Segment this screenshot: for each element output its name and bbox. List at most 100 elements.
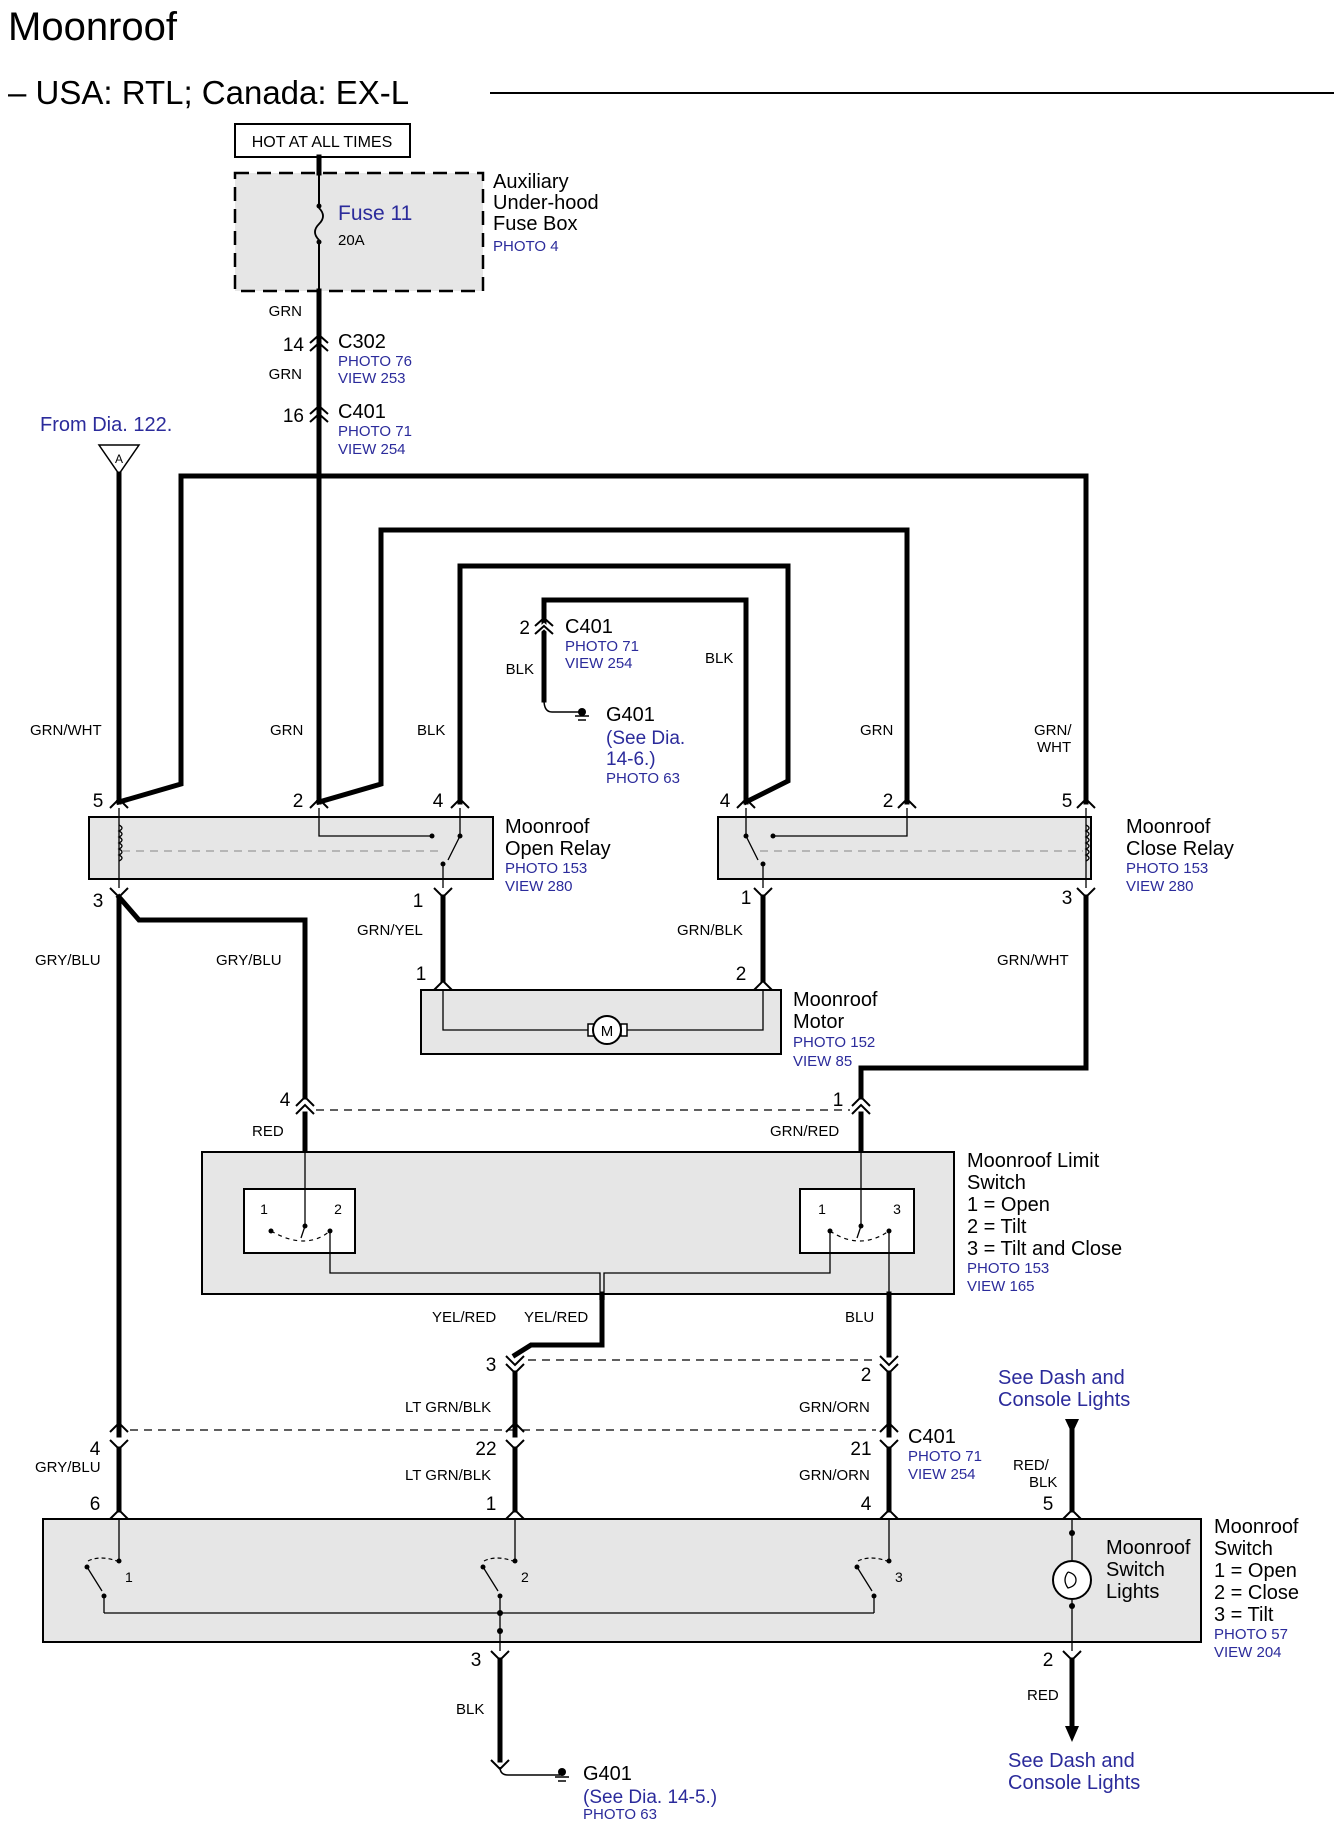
open-relay-photo: PHOTO 153	[505, 860, 587, 877]
motor-icon	[587, 1015, 628, 1045]
limit-switch-b-contact-1: 1	[818, 1201, 826, 1217]
aux-box-label-1: Auxiliary	[493, 171, 569, 193]
motor-label-2: Motor	[793, 1011, 844, 1033]
g401-bottom-label: G401	[583, 1763, 632, 1785]
limit-switch-a-icon	[268, 1152, 601, 1300]
open-relay-label-1: Moonroof	[505, 816, 590, 838]
fuse-name: Fuse 11	[338, 202, 412, 225]
wire-label-red-blk-2: BLK	[1029, 1474, 1057, 1491]
wire-label-red-bottom: RED	[1027, 1687, 1059, 1704]
close-relay-label-2: Close Relay	[1126, 838, 1234, 860]
c401-pin-16: 16	[283, 406, 304, 427]
close-relay-label-1: Moonroof	[1126, 816, 1211, 838]
close-relay-pin-1: 1	[741, 888, 752, 909]
connector-pin-2: 2	[861, 1365, 872, 1386]
wire-label-gry-blu-2: GRY/BLU	[216, 952, 282, 969]
limit-switch-pin-1: 1	[833, 1090, 844, 1111]
motor-m-label: M	[601, 1023, 614, 1040]
limit-switch-label-4: 2 = Tilt	[967, 1216, 1027, 1238]
switch-light-bulb-icon	[1052, 1560, 1092, 1600]
motor-wire-right	[625, 990, 764, 1031]
wire-label-gry-blu-3: GRY/BLU	[35, 1459, 101, 1476]
moonroof-switch-label-4: 2 = Close	[1214, 1582, 1299, 1604]
switch-pin-1: 1	[486, 1494, 497, 1515]
wire-gry-blu-branch	[115, 893, 308, 1100]
fuse-icon	[314, 173, 324, 291]
moonroof-switch-photo: PHOTO 57	[1214, 1626, 1288, 1643]
fuse-rating: 20A	[338, 232, 365, 249]
wire-label-grn-wht-right-1: GRN/	[1034, 722, 1072, 739]
wire-label-blk-mid-right: BLK	[705, 650, 733, 667]
moonroof-switch-label-5: 3 = Tilt	[1214, 1604, 1274, 1626]
c401-bottom-pin-22: 22	[475, 1439, 496, 1460]
c401-bottom-label: C401	[908, 1426, 956, 1448]
c302-pin: 14	[283, 335, 305, 356]
open-relay-internals	[117, 808, 463, 888]
moonroof-switch-box	[42, 1518, 1202, 1643]
moonroof-switch-internals	[84, 1519, 1075, 1651]
close-relay-pin-4: 4	[720, 791, 731, 812]
g401-top-see-1: (See Dia.	[606, 728, 685, 749]
open-relay-pin-4: 4	[433, 791, 444, 812]
wire-label-grn-b: GRN	[269, 366, 302, 383]
switch-pin-3: 3	[471, 1650, 482, 1671]
c401-mid-view: VIEW 254	[565, 655, 633, 672]
switch-pin-6: 6	[90, 1494, 101, 1515]
switch-pin-5: 5	[1043, 1494, 1054, 1515]
limit-switch-label-2: Switch	[967, 1172, 1026, 1194]
from-dia-122: From Dia. 122.	[40, 414, 172, 436]
c401-top-label: C401	[338, 401, 386, 423]
close-relay-photo: PHOTO 153	[1126, 860, 1208, 877]
aux-fuse-box	[233, 171, 485, 293]
limit-switch-b-contact-3: 3	[893, 1201, 901, 1217]
limit-switch-label-1: Moonroof Limit	[967, 1150, 1100, 1172]
c401-bottom-view: VIEW 254	[908, 1466, 976, 1483]
wire-grn-loop	[315, 527, 910, 806]
c401-mid-pin: 2	[519, 618, 530, 639]
close-relay-pin-5: 5	[1062, 791, 1073, 812]
wire-label-lt-grn-blk-1: LT GRN/BLK	[405, 1399, 491, 1416]
moonroof-switch-label-2: Switch	[1214, 1538, 1273, 1560]
arrow-to-dash-icon	[1065, 1726, 1079, 1742]
see-dash-top-2: Console Lights	[998, 1389, 1130, 1411]
g401-top-label: G401	[606, 704, 655, 726]
limit-switch-label-3: 1 = Open	[967, 1194, 1050, 1216]
close-relay-pin-3: 3	[1062, 888, 1073, 909]
limit-switch-label-5: 3 = Tilt and Close	[967, 1238, 1122, 1260]
motor-pin-1: 1	[416, 964, 427, 985]
open-relay-pin-5: 5	[93, 791, 104, 812]
c302-label: C302	[338, 331, 386, 353]
aux-box-photo: PHOTO 4	[493, 238, 559, 255]
limit-switch-view: VIEW 165	[967, 1278, 1035, 1295]
wire-blk-ground	[541, 597, 749, 805]
c401-bottom-pin-4: 4	[90, 1439, 101, 1460]
connector-c401-top-icon	[309, 404, 329, 423]
open-relay-pin-2: 2	[293, 791, 304, 812]
wire-label-blk-left: BLK	[417, 722, 445, 739]
close-relay-view: VIEW 280	[1126, 878, 1194, 895]
close-relay-pin-2: 2	[883, 791, 894, 812]
limit-switch-pin-arrows-icon	[295, 1095, 871, 1115]
motor-pin-arrows-icon	[433, 979, 773, 991]
limit-switch-a-box	[243, 1188, 356, 1254]
reference-a-triangle-icon	[97, 444, 141, 476]
wire-label-grn-left: GRN	[270, 722, 303, 739]
motor-photo: PHOTO 152	[793, 1034, 875, 1051]
c401-top-photo: PHOTO 71	[338, 423, 412, 440]
c401-mid-photo: PHOTO 71	[565, 638, 639, 655]
c401-mid-label: C401	[565, 616, 613, 638]
wire-label-lt-grn-blk-2: LT GRN/BLK	[405, 1467, 491, 1484]
g401-top-see-2: 14-6.)	[606, 749, 656, 770]
close-relay-internals	[743, 808, 1090, 888]
moonroof-switch-label-3: 1 = Open	[1214, 1560, 1297, 1582]
motor-label-1: Moonroof	[793, 989, 878, 1011]
wire-label-grn-a: GRN	[269, 303, 302, 320]
switch-pin-2: 2	[1043, 1650, 1054, 1671]
see-dash-bottom-2: Console Lights	[1008, 1772, 1140, 1794]
wire-label-gry-blu-1: GRY/BLU	[35, 952, 101, 969]
limit-switch-b-icon	[603, 1152, 892, 1300]
wire-blk-loop	[457, 563, 791, 806]
g401-top-photo: PHOTO 63	[606, 770, 680, 787]
wire-label-grn-wht-left: GRN/WHT	[30, 722, 102, 739]
aux-box-label-2: Under-hood	[493, 192, 599, 214]
